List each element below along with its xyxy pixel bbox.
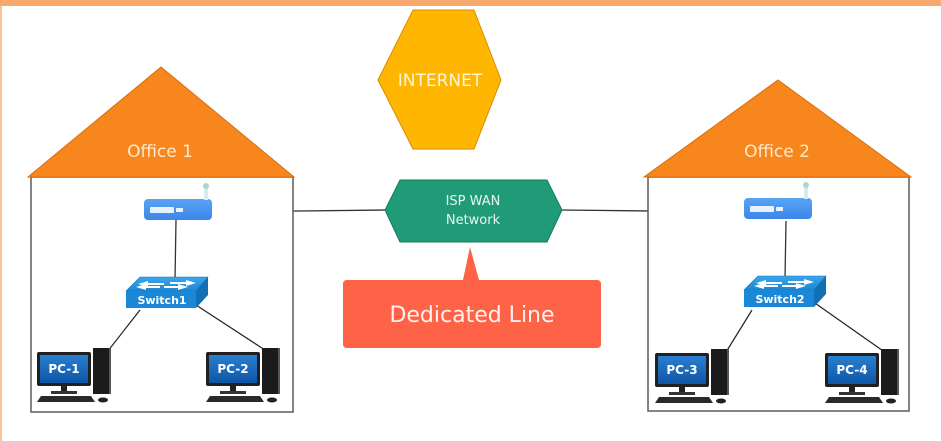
link-switch2-pc4 [811,300,887,354]
link-router2-switch2 [784,220,787,280]
switch2-label: Switch2 [755,293,804,306]
top-border [0,0,941,6]
office-2: Office 2 Switch2 PC-3 PC-4 [642,79,913,412]
dedicated-line-callout: Dedicated Line [343,247,601,348]
office-2-label: Office 2 [744,142,810,162]
office-1: Office 1 Switch1 PC-1 PC-2 [26,66,296,413]
internet-cloud-node: INTERNET [377,9,502,150]
internet-label: INTERNET [398,71,483,91]
pc4-label: PC-4 [836,363,867,377]
callout-shape [343,247,601,348]
left-border [0,6,2,441]
internet-hexagon [377,9,502,150]
switch1-label: Switch1 [137,294,186,307]
pc1-label: PC-1 [48,362,79,376]
office-2-roof [642,79,913,178]
office-1-roof [26,66,296,178]
isp-wan-label-line2: Network [446,213,501,228]
link-router1-switch1 [174,219,177,282]
isp-wan-node: ISP WAN Network [384,179,563,243]
callout-label: Dedicated Line [389,303,554,328]
pc3-label: PC-3 [666,363,697,377]
pc2-label: PC-2 [217,362,248,376]
link-switch1-pc2 [195,304,269,353]
office-1-label: Office 1 [127,142,193,162]
isp-wan-label-line1: ISP WAN [446,194,501,209]
isp-wan-hexagon [384,179,563,243]
